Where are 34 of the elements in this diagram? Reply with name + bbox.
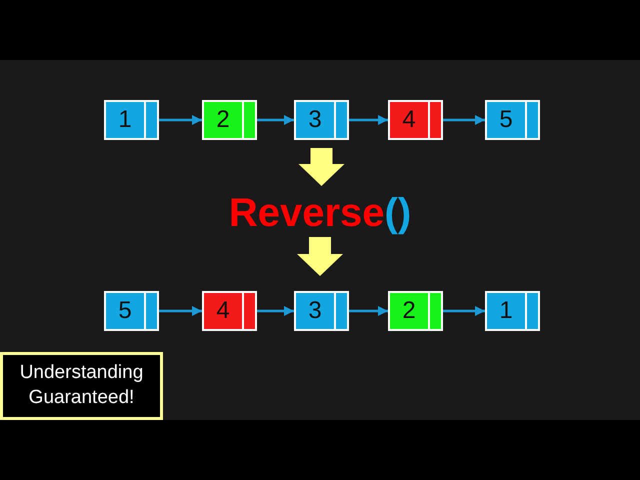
node-value: 3 [307,296,323,326]
block-arrow [298,148,344,186]
arrow [349,306,388,316]
list-node-box [202,291,257,331]
arrow [257,115,294,125]
parentheses: () [384,190,412,236]
function-name: Reverse [228,190,385,236]
node-value: 1 [117,105,133,135]
arrow [159,306,202,316]
list-node-box [485,291,540,331]
node-value: 4 [401,105,417,135]
arrow [349,115,388,125]
list-node-box [294,291,349,331]
list-node-box [104,291,159,331]
list-node-box [388,100,443,140]
node-value: 3 [307,105,323,135]
badge-text: Understanding Guaranteed! [18,361,144,410]
arrow [443,306,485,316]
list-node-box [485,100,540,140]
node-value: 4 [215,296,231,326]
node-value: 5 [498,105,514,135]
list-node-box [388,291,443,331]
node-value: 1 [498,296,514,326]
arrow [257,306,294,316]
block-arrow [297,237,343,276]
node-value: 2 [401,296,417,326]
arrow [443,115,485,125]
badge-box [0,352,163,420]
node-value: 2 [215,105,231,135]
arrow [159,115,202,125]
list-node-box [294,100,349,140]
list-node-box [104,100,159,140]
node-value: 5 [117,296,133,326]
list-node-box [202,100,257,140]
